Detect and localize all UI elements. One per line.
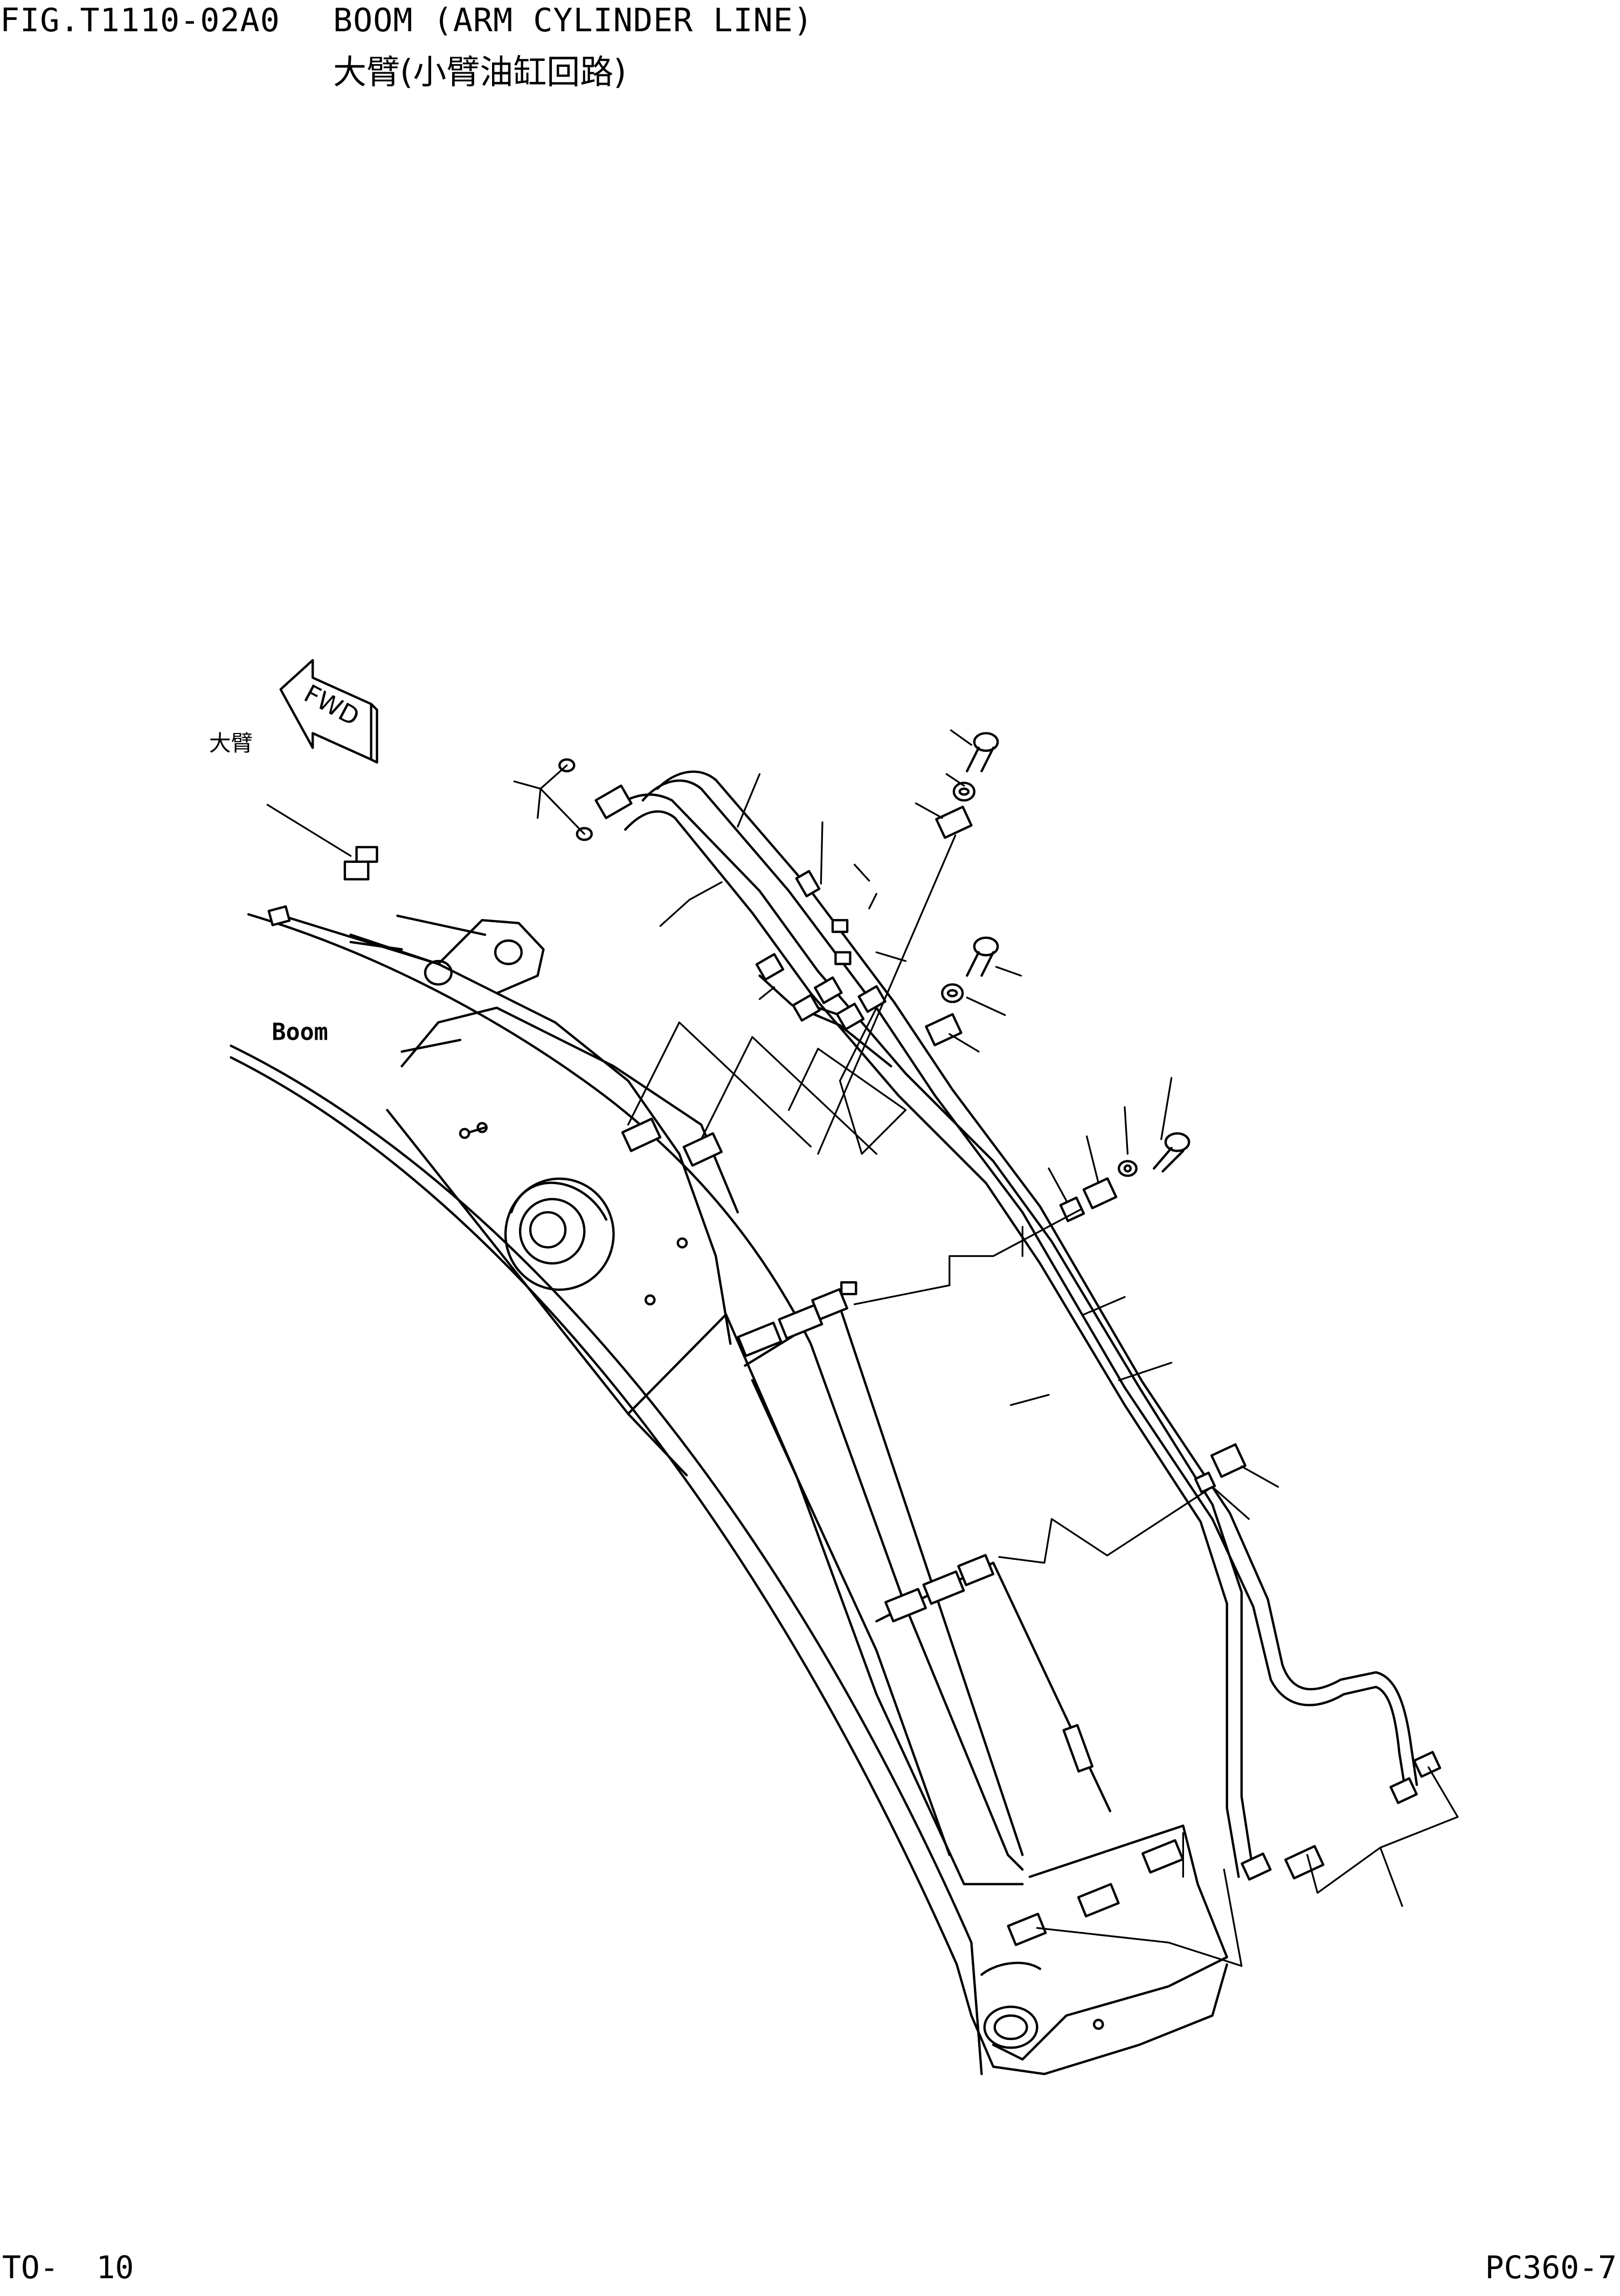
fwd-arrow-icon — [279, 659, 378, 764]
page-number: TO- 10 — [2, 2249, 134, 2286]
page-title-english: BOOM (ARM CYLINDER LINE) — [333, 2, 813, 39]
boom-label-en: Boom — [272, 1019, 328, 1046]
boom-structure — [230, 913, 1228, 2076]
fittings — [558, 732, 1442, 1881]
boom-label-cn: 大臂 — [209, 730, 253, 756]
page-title-chinese: 大臂(小臂油缸回路) — [333, 52, 627, 92]
clamp-group — [267, 846, 1184, 1946]
leader-lines — [266, 729, 1459, 1967]
model-number: PC360-7 — [1485, 2249, 1617, 2286]
figure-code: FIG.T1110-02A0 — [0, 2, 280, 39]
arm-cylinder-tubes — [609, 770, 1418, 1878]
